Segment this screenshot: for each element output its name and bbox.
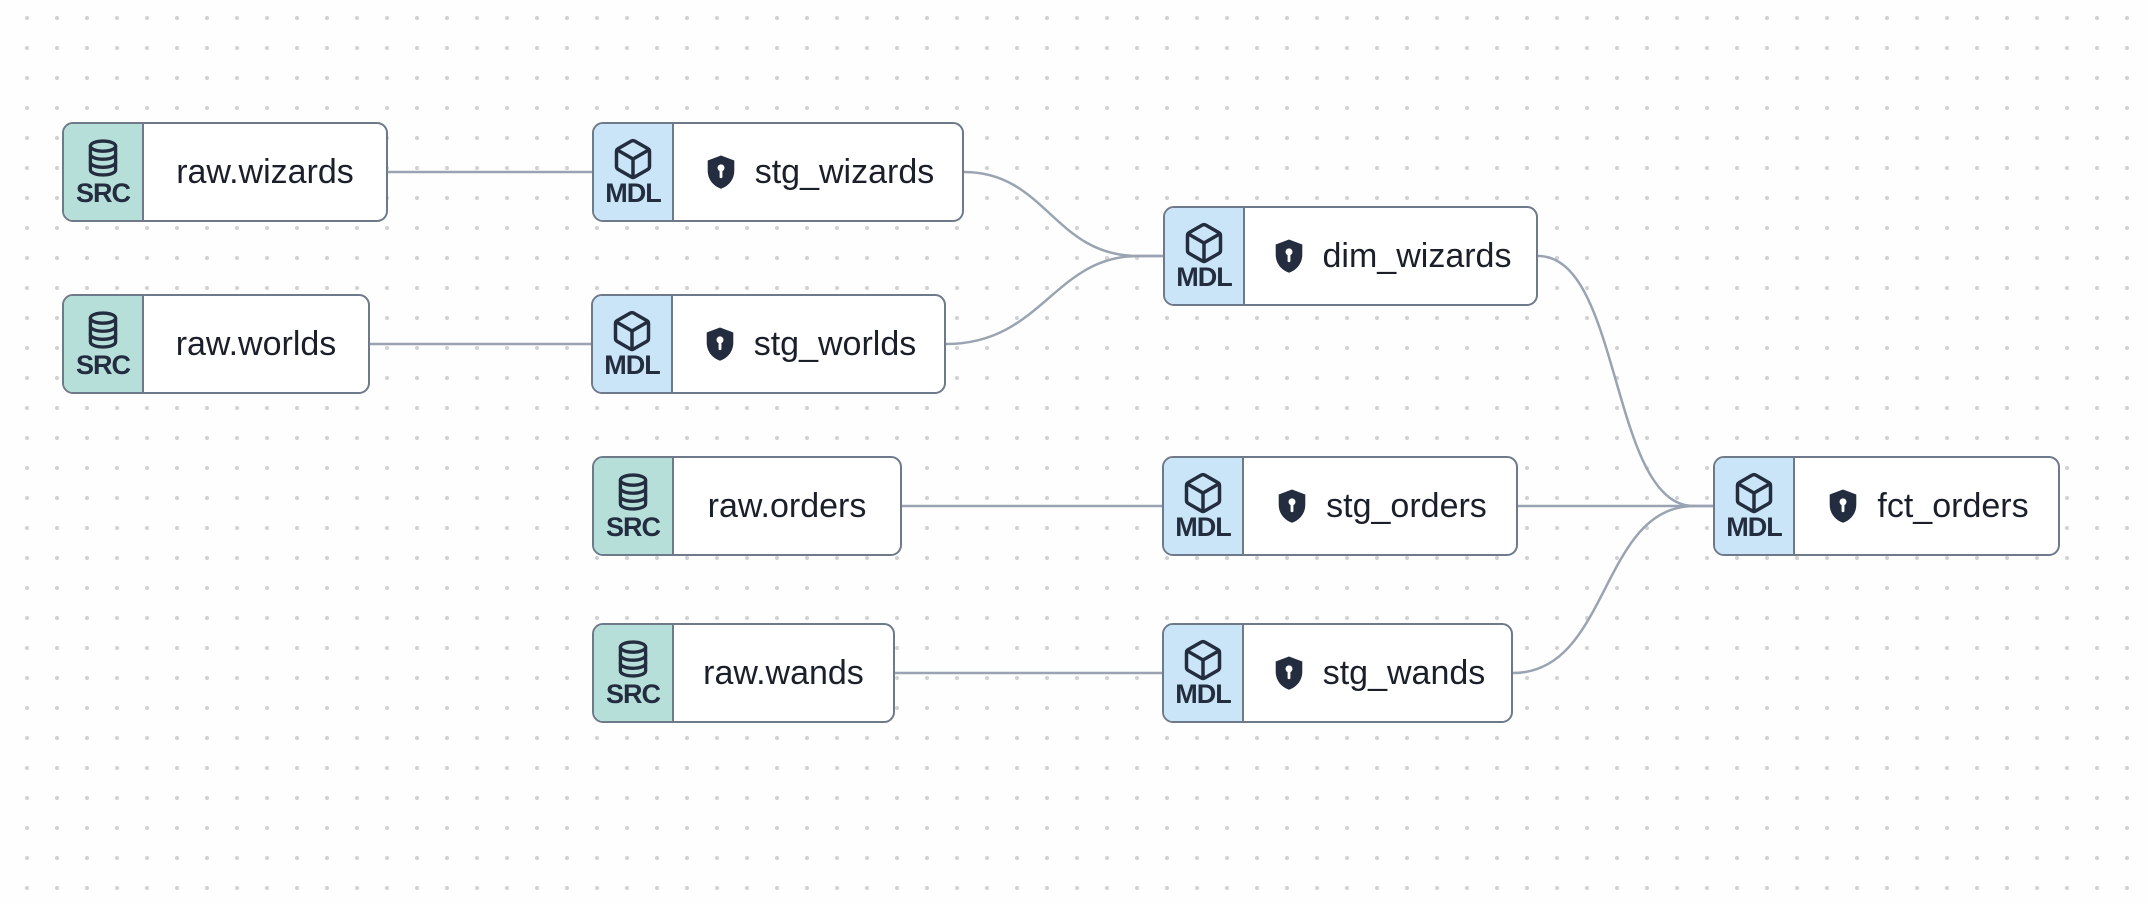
cube-icon	[1181, 638, 1225, 681]
node-type-label: SRC	[605, 679, 661, 709]
node-body: stg_worlds	[673, 296, 944, 392]
node-name-label: raw.orders	[707, 486, 867, 525]
node-type-badge: SRC	[64, 296, 144, 392]
node-type-label: SRC	[605, 512, 661, 542]
node-dim_wizards[interactable]: MDL dim_wizards	[1163, 206, 1538, 306]
node-type-label: MDL	[1726, 512, 1782, 542]
cube-icon	[611, 137, 655, 180]
node-name-label: stg_wizards	[754, 152, 935, 191]
node-body: raw.wizards	[144, 124, 386, 220]
node-type-badge: MDL	[1164, 458, 1244, 554]
shield-lock-icon	[1824, 487, 1862, 525]
cube-icon	[1182, 221, 1226, 264]
node-type-badge: SRC	[594, 458, 674, 554]
node-type-label: MDL	[604, 350, 660, 380]
node-body: stg_orders	[1244, 458, 1516, 554]
node-name-label: stg_wands	[1322, 653, 1486, 692]
edge-stg_worlds-to-dim_wizards[interactable]	[944, 254, 1165, 346]
cube-icon	[610, 309, 654, 352]
node-name-label: fct_orders	[1877, 486, 2029, 525]
node-name-label: raw.wands	[703, 653, 864, 692]
node-raw_worlds[interactable]: SRC raw.worlds	[62, 294, 370, 394]
node-stg_orders[interactable]: MDL stg_orders	[1162, 456, 1518, 556]
node-body: fct_orders	[1795, 458, 2058, 554]
shield-lock-icon	[1270, 654, 1308, 692]
node-body: raw.wands	[674, 625, 893, 721]
node-type-label: MDL	[1175, 512, 1231, 542]
node-raw_wizards[interactable]: SRC raw.wizards	[62, 122, 388, 222]
node-name-label: raw.wizards	[176, 152, 354, 191]
database-icon	[82, 309, 124, 351]
node-stg_wizards[interactable]: MDL stg_wizards	[592, 122, 964, 222]
node-type-badge: MDL	[1164, 625, 1244, 721]
node-type-badge: MDL	[593, 296, 673, 392]
node-type-badge: SRC	[594, 625, 674, 721]
database-icon	[82, 137, 124, 179]
node-body: dim_wizards	[1245, 208, 1536, 304]
node-body: raw.orders	[674, 458, 900, 554]
node-name-label: dim_wizards	[1322, 236, 1512, 275]
node-raw_wands[interactable]: SRC raw.wands	[592, 623, 895, 723]
node-type-badge: MDL	[1715, 458, 1795, 554]
edge-stg_wizards-to-dim_wizards[interactable]	[962, 170, 1165, 258]
node-type-badge: SRC	[64, 124, 144, 220]
node-stg_wands[interactable]: MDL stg_wands	[1162, 623, 1513, 723]
edge-dim_wizards-to-fct_orders[interactable]	[1536, 254, 1715, 508]
node-fct_orders[interactable]: MDL fct_orders	[1713, 456, 2060, 556]
node-name-label: stg_orders	[1326, 486, 1487, 525]
shield-lock-icon	[1270, 237, 1308, 275]
node-type-label: MDL	[1176, 262, 1232, 292]
node-stg_worlds[interactable]: MDL stg_worlds	[591, 294, 946, 394]
node-type-badge: MDL	[1165, 208, 1245, 304]
node-raw_orders[interactable]: SRC raw.orders	[592, 456, 902, 556]
node-body: stg_wizards	[674, 124, 962, 220]
node-type-badge: MDL	[594, 124, 674, 220]
database-icon	[612, 638, 654, 680]
cube-icon	[1732, 471, 1776, 514]
edge-stg_wands-to-fct_orders[interactable]	[1511, 504, 1696, 675]
node-body: raw.worlds	[144, 296, 368, 392]
cube-icon	[1181, 471, 1225, 514]
shield-lock-icon	[1273, 487, 1311, 525]
database-icon	[612, 471, 654, 513]
node-type-label: MDL	[1175, 679, 1231, 709]
node-body: stg_wands	[1244, 625, 1511, 721]
shield-lock-icon	[701, 325, 739, 363]
shield-lock-icon	[702, 153, 740, 191]
node-name-label: stg_worlds	[753, 324, 917, 363]
node-type-label: MDL	[605, 178, 661, 208]
node-type-label: SRC	[75, 350, 131, 380]
node-name-label: raw.worlds	[175, 324, 337, 363]
node-type-label: SRC	[75, 178, 131, 208]
